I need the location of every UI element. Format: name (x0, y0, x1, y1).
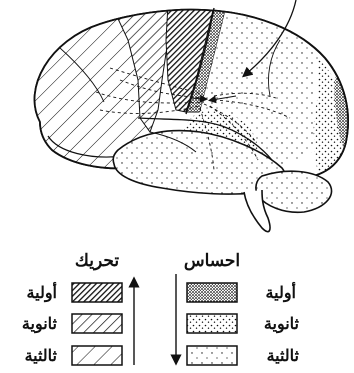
motor-label-tertiary: ثالثية (25, 346, 58, 365)
swatch-motor-primary (72, 283, 122, 302)
sensory-label-primary: أولية (266, 281, 296, 303)
swatch-motor-tertiary (72, 346, 122, 365)
swatch-sensory-primary (187, 283, 237, 302)
legend-header-sensory: احساس (184, 251, 240, 271)
swatch-sensory-secondary (187, 314, 237, 333)
sensory-label-secondary: ثانوية (264, 314, 300, 334)
legend: تحريك احساس أولية ثانوية ثالثية أولية ثا… (22, 251, 300, 365)
swatch-motor-secondary (72, 314, 122, 333)
sensory-label-tertiary: ثالثية (267, 346, 300, 365)
motor-label-secondary: ثانوية (22, 314, 58, 334)
motor-label-primary: أولية (27, 281, 57, 303)
swatch-sensory-tertiary (187, 346, 237, 365)
legend-header-motor: تحريك (75, 251, 119, 271)
brain (20, 0, 349, 232)
cerebellum (256, 171, 332, 212)
